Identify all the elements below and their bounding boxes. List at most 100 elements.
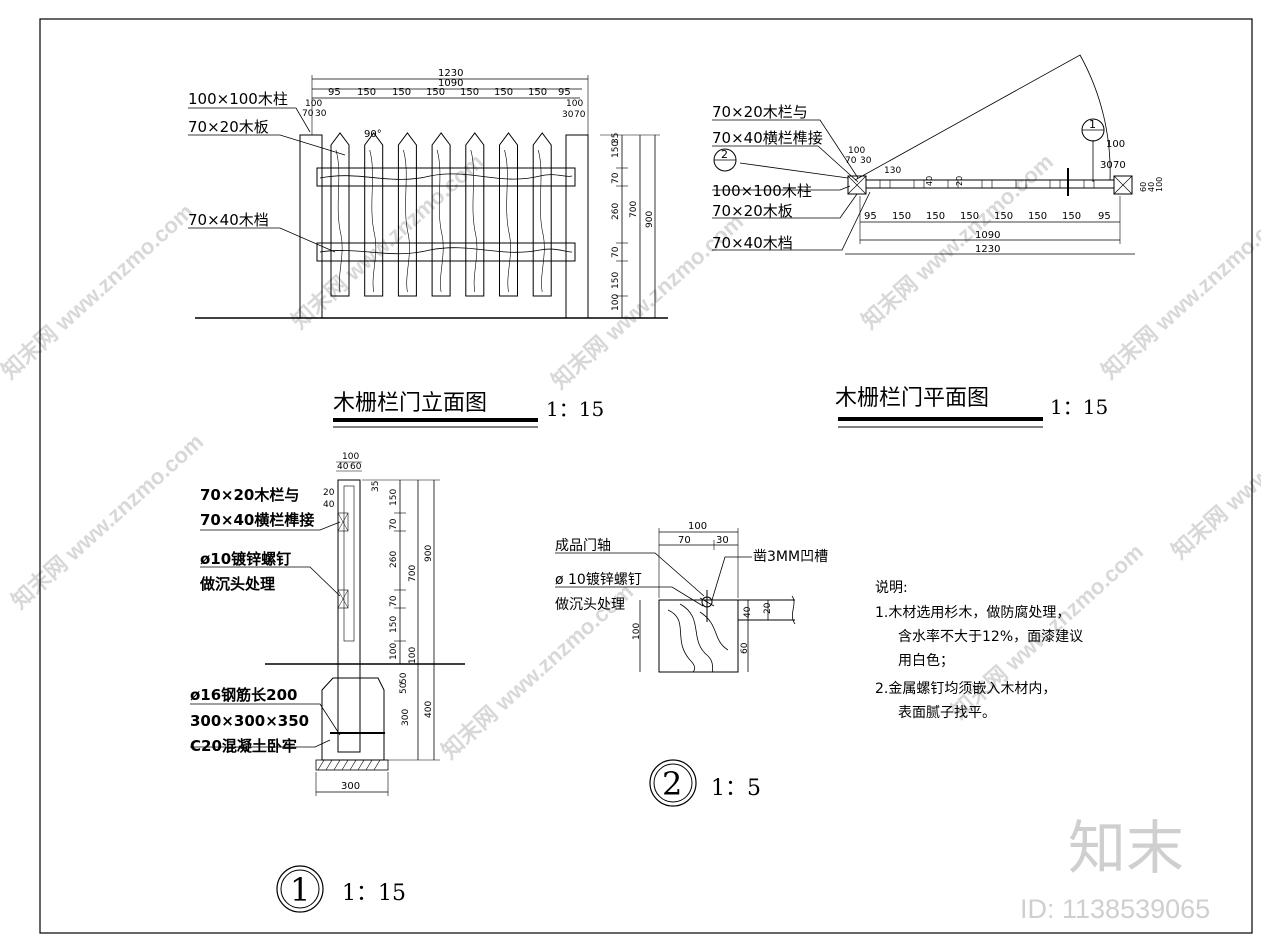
picket-grain <box>403 149 410 293</box>
d2-label-circle <box>649 759 697 807</box>
elev-left-100: 100 <box>305 99 322 109</box>
d2-top-70: 70 <box>678 535 691 546</box>
plan-label-post: 100×100木柱 <box>712 182 812 200</box>
plan-seg-dim: 150 <box>960 211 979 222</box>
elev-label-post: 100×100木柱 <box>188 90 288 108</box>
elev-left-70: 70 <box>302 109 314 119</box>
elev-seg-dim: 150 <box>357 87 376 98</box>
plan-callout-1: 1 <box>1089 118 1096 131</box>
d1-top-40: 40 <box>337 462 349 472</box>
picket <box>330 132 350 297</box>
picket <box>532 132 552 297</box>
picket-grain <box>436 149 444 293</box>
watermark-text: 知末网 www.znzmo.com <box>1097 199 1261 384</box>
elev-label-rail: 70×40木档 <box>188 211 269 229</box>
plan-small-20: 20 <box>955 176 964 186</box>
plan-dim-1230: 1230 <box>975 244 1000 255</box>
d2-dim-20: 20 <box>763 602 773 614</box>
elevation-title: 木栅栏门立面图 <box>333 391 487 416</box>
plan-slat <box>947 179 959 189</box>
elev-dim-1230: 1230 <box>438 68 463 79</box>
plan-seg-dim: 150 <box>994 211 1013 222</box>
plan-seg-dim: 95 <box>1098 211 1111 222</box>
plan-right-70: 70 <box>1113 160 1126 171</box>
plan-slat <box>1049 179 1061 189</box>
d2-dim-60: 60 <box>740 642 750 654</box>
d1-label-circle <box>276 865 324 913</box>
picket-grain <box>470 149 478 293</box>
plan-callout-2: 2 <box>721 148 728 161</box>
d2-dim-100: 100 <box>632 623 642 640</box>
d1-lower-dim: 50 <box>399 682 409 694</box>
plan-seg-dim: 150 <box>1062 211 1081 222</box>
plan-left-100: 100 <box>848 146 865 156</box>
plan-slat <box>1015 179 1027 189</box>
d2-label-hinge: 成品门轴 <box>555 538 611 554</box>
plan-slat <box>913 179 925 189</box>
d1-vert-total: 700 <box>408 565 418 582</box>
d1-label-joint-2: 70×40横栏榫接 <box>200 511 314 529</box>
plan-side-60: 60 <box>1139 182 1148 192</box>
d1-top-60: 60 <box>350 462 362 472</box>
d1-label-countersink: 做沉头处理 <box>199 575 275 593</box>
d1-lower-dim: 400 <box>424 701 434 718</box>
d1-small-20: 20 <box>323 488 335 498</box>
elev-vert-dim: 35 <box>611 133 621 144</box>
elev-seg-dim: 150 <box>460 87 479 98</box>
sheet-border <box>39 18 1253 934</box>
plan-title: 木栅栏门平面图 <box>835 386 989 411</box>
plan-drawing <box>712 54 1135 255</box>
d1-lower-dim: 300 <box>401 709 411 726</box>
d1-lower-dim: 100 <box>408 647 418 664</box>
elev-dim-1090: 1090 <box>438 78 463 89</box>
elev-vert-dim: 70 <box>611 246 621 258</box>
plan-seg-dim: 95 <box>864 211 877 222</box>
elev-vert-dim: 260 <box>611 203 621 220</box>
elevation-drawing <box>188 75 668 319</box>
picket-grain <box>335 149 343 293</box>
elev-seg-dim: 150 <box>392 87 411 98</box>
plan-small-40: 40 <box>925 176 934 186</box>
plan-side-40: 40 <box>1147 182 1156 192</box>
plan-slat <box>1083 179 1095 189</box>
d1-label-footing-size: 300×300×350 <box>190 712 309 730</box>
plan-dim-1090: 1090 <box>975 230 1000 241</box>
watermark-text: 知末网 www.znzmo.com <box>0 199 198 384</box>
d1-scale: 1：15 <box>342 881 406 906</box>
elev-vert-dim: 70 <box>611 172 621 184</box>
d1-label-rebar: ø16钢筋长200 <box>190 686 298 704</box>
plan-right-100: 100 <box>1106 139 1125 150</box>
d1-label-number: 1 <box>290 871 310 909</box>
d2-scale: 1：5 <box>711 776 761 801</box>
picket <box>499 132 518 297</box>
detail2-drawing <box>555 528 796 673</box>
plan-left-130: 130 <box>884 166 901 176</box>
picket-grain <box>504 149 511 293</box>
notes-line-3: 用白色； <box>898 652 954 669</box>
brand-logo: 知末 <box>1068 816 1184 881</box>
watermark-text: 知末网 www.znzmo.com <box>7 429 208 614</box>
elev-label-board: 70×20木板 <box>188 118 269 136</box>
elev-vert-dim: 150 <box>611 272 621 289</box>
d2-label-groove: 凿3MM凹槽 <box>753 549 828 565</box>
d1-base-300: 300 <box>341 781 360 792</box>
elev-vert-total: 700 <box>629 201 639 218</box>
plan-label-joint-2: 70×40横栏榫接 <box>712 129 823 147</box>
d1-small-40: 40 <box>323 500 335 510</box>
notes-line-1: 1.木材选用杉木，做防腐处理， <box>875 604 1070 621</box>
picket-grain <box>537 149 545 293</box>
notes-heading: 说明: <box>875 580 908 596</box>
d1-vert-dim: 260 <box>389 551 399 568</box>
plan-seg-dim: 150 <box>892 211 911 222</box>
plan-label-rail: 70×40木档 <box>712 234 793 252</box>
picket-grain <box>369 149 377 293</box>
notes-line-2: 含水率不大于12%，面漆建议 <box>898 628 1083 645</box>
picket <box>431 132 451 297</box>
d2-dim-40: 40 <box>743 606 753 618</box>
notes-line-4: 2.金属螺钉均须嵌入木材内， <box>875 681 1056 697</box>
elev-right-30: 30 <box>562 110 574 120</box>
